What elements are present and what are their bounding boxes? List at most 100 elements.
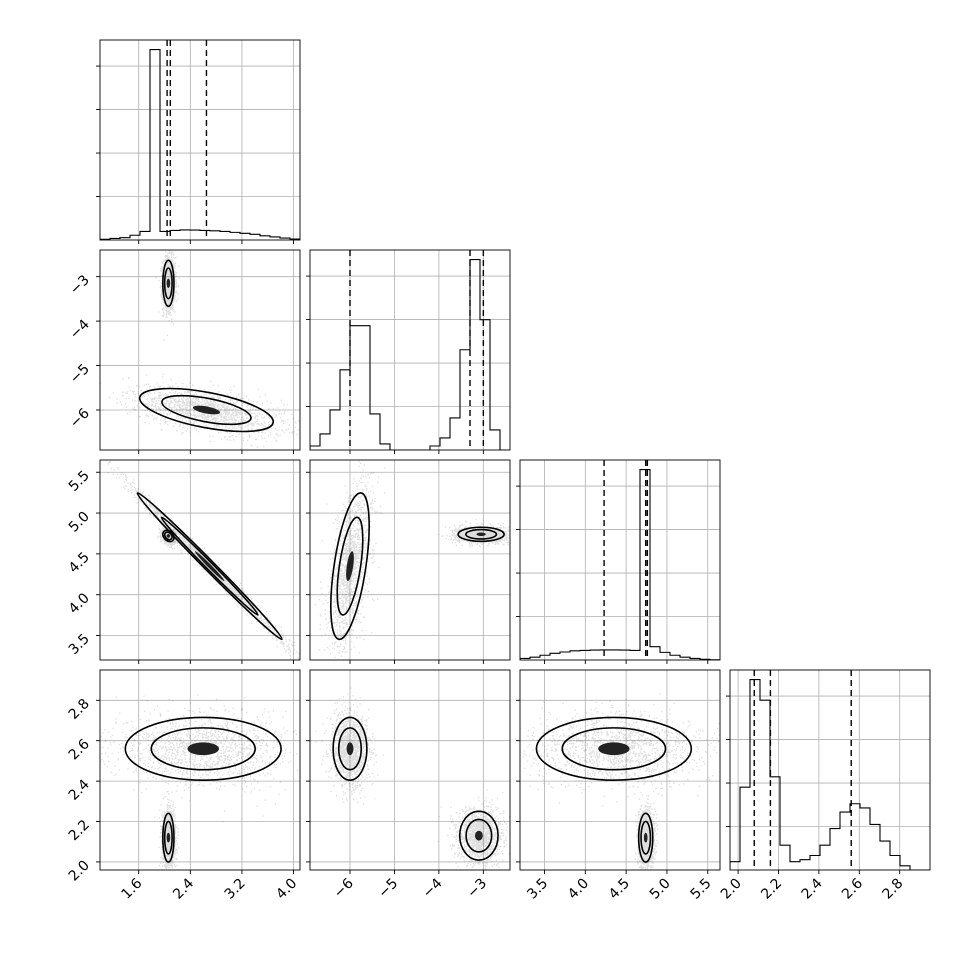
contour-3-2-0-0 bbox=[637, 812, 654, 863]
tick-label-y-1-2: −4 bbox=[67, 317, 93, 343]
contour-3-0-1-1 bbox=[150, 727, 256, 771]
panel-body-2-0 bbox=[100, 460, 300, 660]
histogram-2 bbox=[520, 468, 720, 660]
panel-frame-2-2 bbox=[519, 459, 721, 661]
panel-frame-3-0 bbox=[99, 669, 301, 871]
panel-body-2-1 bbox=[310, 460, 510, 660]
tick-label-y-1-1: −5 bbox=[67, 361, 93, 387]
tick-label-y-2-2: 4.5 bbox=[66, 549, 93, 576]
core-3-0-0 bbox=[166, 832, 171, 843]
contour-1-0-0-0 bbox=[162, 259, 175, 308]
tick-label-x-0-3: 4.0 bbox=[273, 876, 300, 903]
panel-frame-2-0 bbox=[99, 459, 301, 661]
contour-1-0-1-0 bbox=[138, 387, 275, 433]
tick-label-x-0-2: 3.2 bbox=[222, 876, 249, 903]
contour-3-0-0-1 bbox=[163, 820, 173, 855]
panel-body-3-3 bbox=[730, 670, 930, 870]
contour-3-2-0-1 bbox=[640, 820, 652, 855]
tick-label-x-1-1: −5 bbox=[375, 876, 401, 902]
tick-label-x-1-0: −6 bbox=[331, 875, 357, 901]
core-1-0-1 bbox=[192, 405, 220, 415]
panel-frame-3-1 bbox=[309, 669, 511, 871]
core-3-2-1 bbox=[598, 742, 630, 756]
tick-label-x-0-1: 2.4 bbox=[170, 875, 197, 902]
contour-2-1-0-0 bbox=[457, 526, 505, 543]
contour-2-0-0-0 bbox=[162, 529, 175, 543]
tick-label-x-2-3: 5.0 bbox=[647, 876, 674, 903]
panel-0-0 bbox=[96, 39, 301, 244]
core-3-2-0 bbox=[643, 832, 648, 843]
contour-1-0-0-1 bbox=[163, 267, 173, 300]
core-1-0-0 bbox=[166, 278, 171, 289]
panel-frame-2-1 bbox=[309, 459, 511, 661]
tick-label-x-1-2: −4 bbox=[420, 875, 446, 901]
scatter-mode-3-2-0 bbox=[634, 791, 659, 870]
panel-frame-1-0 bbox=[99, 249, 301, 451]
scatter-2-1 bbox=[314, 460, 510, 658]
tick-label-x-3-4: 2.8 bbox=[879, 876, 906, 903]
panel-frame-0-0 bbox=[99, 39, 301, 241]
contour-2-0-1-1 bbox=[160, 516, 259, 616]
scatter-mode-3-2-1 bbox=[520, 693, 720, 807]
panel-1-1 bbox=[306, 249, 511, 454]
panel-body-1-1 bbox=[310, 250, 510, 450]
panel-2-0: 3.5 4.0 4.5 5.0 5.5 bbox=[66, 459, 301, 664]
tick-label-x-3-0: 2.0 bbox=[718, 876, 745, 903]
core-2-1-1 bbox=[346, 551, 354, 581]
tick-label-y-2-1: 4.0 bbox=[66, 590, 93, 617]
scatter-mode-1-0-1 bbox=[100, 373, 300, 450]
contour-2-1-1-1 bbox=[336, 516, 364, 616]
contour-3-1-1-1 bbox=[337, 727, 363, 771]
tick-label-y-1-0: −6 bbox=[67, 405, 93, 431]
tick-label-y-2-4: 5.5 bbox=[66, 468, 93, 495]
contour-3-1-0-0 bbox=[458, 810, 499, 861]
scatter-2-0 bbox=[107, 460, 300, 660]
tick-label-y-3-3: 2.6 bbox=[66, 736, 93, 763]
tick-label-x-3-1: 2.2 bbox=[758, 876, 785, 903]
panel-1-0: −6 −5 −4 −3 bbox=[67, 249, 301, 454]
panel-2-2 bbox=[516, 459, 721, 664]
tick-label-y-2-3: 5.0 bbox=[66, 509, 93, 536]
contour-3-2-1-1 bbox=[561, 727, 667, 771]
contour-3-1-0-1 bbox=[465, 818, 493, 853]
histogram-3 bbox=[730, 678, 930, 870]
tick-label-x-0-0: 1.6 bbox=[118, 875, 145, 902]
tick-label-x-3-2: 2.4 bbox=[799, 875, 826, 902]
panel-3-3: 2.0 2.2 2.4 2.6 2.8 bbox=[718, 669, 931, 903]
tick-label-y-3-2: 2.4 bbox=[66, 777, 93, 804]
tick-label-x-3-3: 2.6 bbox=[839, 875, 866, 902]
contour-3-2-1-0 bbox=[535, 716, 693, 781]
panel-frame-3-3 bbox=[729, 669, 931, 871]
tick-label-x-2-1: 4.0 bbox=[565, 876, 592, 903]
panel-frame-3-2 bbox=[519, 669, 721, 871]
contour-2-1-1-0 bbox=[330, 492, 370, 641]
panel-body-3-1 bbox=[310, 670, 510, 870]
scatter-mode-3-0-1 bbox=[100, 694, 300, 823]
contour-1-0-1-1 bbox=[161, 394, 252, 426]
panel-body-3-2 bbox=[520, 670, 720, 870]
panel-body-1-0 bbox=[100, 250, 300, 450]
panel-body-3-0 bbox=[100, 670, 300, 870]
tick-label-y-2-0: 3.5 bbox=[66, 631, 93, 658]
panel-body-2-2 bbox=[520, 460, 720, 660]
panel-2-1 bbox=[306, 459, 511, 664]
contour-2-0-1-0 bbox=[136, 492, 283, 641]
tick-label-y-3-1: 2.2 bbox=[66, 817, 93, 844]
core-2-0-1 bbox=[194, 551, 225, 582]
tick-label-y-3-0: 2.0 bbox=[66, 857, 93, 884]
panel-3-1: −6 −5 −4 −3 bbox=[306, 669, 511, 902]
tick-label-x-2-0: 3.5 bbox=[524, 876, 551, 903]
tick-label-y-1-3: −3 bbox=[67, 272, 93, 298]
scatter-mode-2-0-1 bbox=[107, 460, 300, 660]
histogram-0 bbox=[100, 48, 300, 240]
contour-3-0-0-0 bbox=[162, 812, 175, 863]
scatter-3-1 bbox=[315, 687, 510, 870]
tick-label-x-1-3: −3 bbox=[464, 876, 490, 902]
core-3-1-0 bbox=[474, 830, 483, 841]
contour-2-1-0-1 bbox=[464, 528, 498, 540]
core-2-0-0 bbox=[166, 534, 171, 538]
core-2-1-0 bbox=[476, 532, 486, 537]
scatter-mode-1-0-0 bbox=[155, 250, 180, 341]
